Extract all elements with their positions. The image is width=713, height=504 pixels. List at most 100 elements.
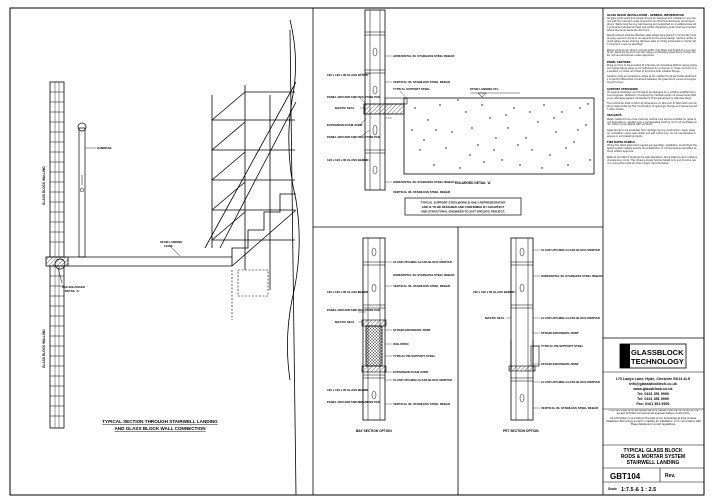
tb-fax: Fax: 0161 351 9991 [636, 402, 669, 406]
note-paragraph: All support steelwork and fixings to be … [607, 90, 697, 100]
detail-a-mastic: MASTIC SEAL [335, 106, 355, 110]
label-wall-upper: GLASS BLOCK WALLING [42, 166, 46, 205]
label-landing-line1: STAIR LANDING [160, 240, 183, 244]
bay-insulation [365, 325, 383, 367]
note-paragraph: Isolation pads and expansion strips to b… [607, 75, 697, 85]
detail-a-expansion: EXPANSION FOAM JOINT [327, 123, 363, 127]
note-paragraph: Refer to architect's drawings for wall e… [607, 155, 697, 165]
stair-flight [204, 29, 297, 496]
label-handrail: HANDRAIL [97, 146, 112, 150]
bay-rebar-v2: VERTICAL ØL STAINLESS STEEL REBAR [393, 402, 451, 406]
logo-line1: GLASSBLOCK [631, 348, 684, 357]
label-wall-lower: GLASS BLOCK WALLING [42, 329, 46, 368]
glass-block-wall-upper [49, 81, 65, 258]
bay-caption: BAY SECTION OPTION [356, 429, 392, 433]
note-paragraph: Where fire rated glass block panels are … [607, 144, 697, 154]
tb-disclaimer2: All information is accurate to the best … [606, 416, 701, 426]
pet-mastic: MASTIC SEAL [485, 316, 505, 320]
note-paragraph: Mortar joints to be 10mm nominal width, … [607, 48, 697, 58]
general-notes: GLASS BLOCK INSTALLATION - GENERAL INFOR… [607, 14, 697, 334]
bay-expansion: EXPANSION FOAM JOINT [393, 370, 429, 374]
bay-block: 190 x 190 x 80 GLASS BLOCK [327, 290, 369, 294]
detail-a-rebar2: HORIZONTAL ØL STAINLESS STEEL REBAR [393, 180, 455, 184]
bay-support: TYPICAL PM SUPPORT STEEL [393, 354, 436, 358]
pet-clasp2: CLASP HTCHING GLASS BLOCK MORTAR [541, 316, 601, 320]
detail-a-caption: ENLARGED DETAIL 'A' [455, 181, 491, 185]
detail-a-support-steel: TYPICAL SUPPORT STEEL [393, 87, 430, 91]
detail-a-block2: 190 x 190 x 80 GLASS BLOCK [327, 158, 369, 162]
tb-scale-label: Scale [608, 487, 617, 491]
pet-clasp3: CLASP HTCHING GLASS BLOCK MORTAR [541, 380, 601, 384]
detail-a-marker [54, 258, 66, 270]
note-paragraph: Reinforcement shall be stainless steel l… [607, 34, 697, 47]
label-detail-line2: DETAIL 'A' [65, 289, 80, 293]
tb-drawing-title1: TYPICAL GLASS BLOCK [623, 448, 682, 454]
bay-strain: STRAIN EXPANSION JOINT [393, 328, 431, 332]
pet-clasp: CLASP HTCHING GLASS BLOCK MORTAR [541, 248, 601, 252]
bay-panel-anchor2: PANEL ANCHOR AND ISOLATION PAD [327, 400, 380, 404]
tb-drawing-title2: RODS & MORTAR SYSTEM [621, 454, 685, 460]
pet-rebar-v: VERTICAL ØL STAINLESS STEEL REBAR [541, 406, 599, 410]
tb-scale-value: 1:7.5 & 1 : 2.5 [621, 487, 656, 493]
bay-mastic: MASTIC SEAL [335, 320, 355, 324]
note-paragraph: Panel anchors to be provided at interval… [607, 64, 697, 73]
detail-a: STAIR LANDING FFL 190 x 190 x 80 GLASS B… [327, 9, 595, 216]
bay-rebar-h: HORIZONTAL ØL STAINLESS STEEL REBAR [393, 273, 455, 277]
note-heading: PANEL ANCHORS [607, 60, 631, 64]
sheet-outer-border [9, 7, 705, 496]
bay-rebar-v: VERTICAL ØL STAINLESS STEEL REBAR [393, 284, 451, 288]
tb-drawing-no: GBT104 [610, 472, 641, 481]
detail-a-panel-anchor2: PANEL ANCHOR AND ISOLATION PAD [327, 135, 380, 139]
pet-caption: PET SECTION OPTION [503, 429, 539, 433]
main-title-line2: AND GLASS BLOCK WALL CONNECTION [114, 426, 206, 431]
detail-a-panel-anchor: PANEL ANCHOR AND ISOLATION PAD [327, 95, 380, 99]
label-detail-line1: SEE ENLARGED [62, 285, 85, 289]
tb-tel2: Tel: 0161 351 9990 [637, 397, 669, 401]
bay-clasp: CLASP HTCHING GLASS BLOCK MORTAR [393, 260, 453, 264]
detail-a-note-line1: TYPICAL SUPPORT STEELWORK IS ONLY REPRES… [421, 201, 506, 205]
pet-support: TYPICAL PM SUPPORT STEEL [541, 344, 584, 348]
handrail-top-circle [77, 122, 87, 132]
note-heading: FIRE RATED PANELS [607, 141, 635, 145]
logo-line2: TECHNOLOGY [631, 357, 684, 366]
bay-clasp2: CLASP HTCHING GLASS BLOCK MORTAR [393, 378, 453, 382]
detail-a-note-line3: AND STRUCTURAL ENGINEER TO SUIT SPECIFIC… [421, 210, 505, 214]
concrete-landing-slab [403, 97, 595, 175]
pet-section: CLASP HTCHING GLASS BLOCK MORTAR HORIZON… [473, 237, 603, 433]
tb-email: info@glassblocktech.co.uk [629, 382, 678, 386]
note-paragraph: The contractor shall confirm all dimensi… [607, 102, 697, 111]
pet-strain2: STRAIN EXPANSION JOINT [541, 362, 579, 366]
label-landing-line2: LEVEL [164, 244, 174, 248]
note-heading: SUPPORT STEELWORK [607, 87, 639, 91]
stair-wavy-edge [287, 19, 300, 381]
pet-strain: STRAIN EXPANSION JOINT [541, 331, 579, 335]
note-paragraph: Mastic sealant to be a low modulus neutr… [607, 117, 697, 127]
main-title-line1: TYPICAL SECTION THROUGH STAIRWELL LANDIN… [102, 419, 218, 424]
tb-rev: Rev. [665, 473, 676, 479]
tb-web: www.glassblock.co.uk [632, 387, 673, 391]
tb-disclaimer1: This data sheet provides guidelines only… [608, 410, 699, 415]
detail-a-landing-label: STAIR LANDING FFL [470, 87, 499, 91]
main-stairwell-section: GLASS BLOCK WALLING GLASS BLOCK WALLING … [42, 19, 300, 496]
detail-a-note-line2: AND IS TO BE DESIGNED AND CONFIRMED BY A… [422, 205, 505, 209]
detail-a-note-box [404, 197, 522, 216]
detail-a-block1: 190 x 190 x 80 GLASS BLOCK [327, 73, 369, 77]
detail-a-rebar2b: VERTICAL ØL STAINLESS STEEL REBAR [393, 190, 451, 194]
detail-a-rebar1: HORIZONTAL ØL STAINLESS STEEL REBAR [393, 54, 455, 58]
pet-rebar-h: HORIZONTAL ØL STAINLESS STEEL REBAR [541, 274, 603, 278]
pet-block: 190 x 190 x 80 GLASS BLOCK [473, 290, 515, 294]
note-heading: GLASS BLOCK INSTALLATION - GENERAL INFOR… [607, 14, 684, 17]
note-paragraph: Glass blocks to be protected from damage… [607, 128, 696, 138]
tb-drawing-title3: STAIRWELL LANDING [627, 460, 680, 466]
tb-tel: Tel: 0161 351 9990 [637, 392, 669, 396]
glass-block-wall-lower [49, 265, 65, 429]
bay-block2: 190 x 190 x 80 GLASS BLOCK [327, 388, 369, 392]
note-heading: SEALANTS [607, 114, 622, 118]
bay-isolation: ISOLATION [393, 342, 409, 346]
handrail-post [78, 127, 86, 258]
bay-section: 190 x 190 x 80 GLASS BLOCK HORIZONTAL ØL… [327, 237, 455, 433]
tb-address: 170 Ladys Lane, Hyde, Cheshire SK14 4LS [616, 377, 691, 381]
note-paragraph: All glass block walls and panels should … [607, 17, 697, 32]
detail-a-rebar1b: VERTICAL ØL STAINLESS STEEL REBAR [393, 80, 451, 84]
